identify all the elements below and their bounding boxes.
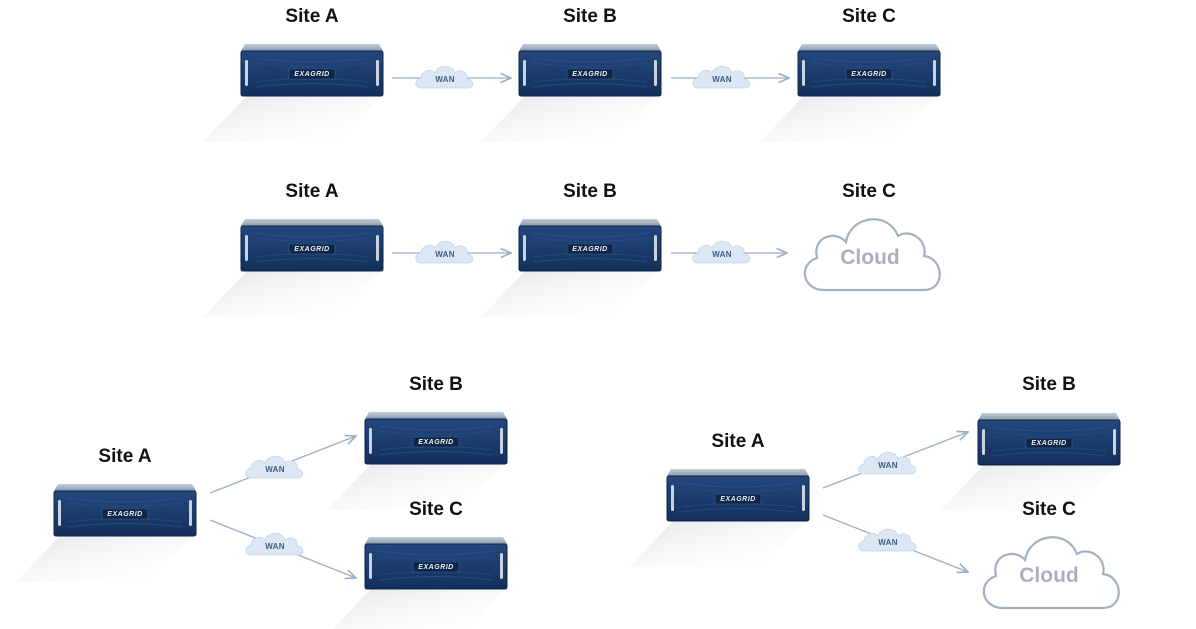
brand-logo: EXAGRID <box>572 71 607 78</box>
wan-cloud-a-c: WAN <box>245 532 304 556</box>
site-b-label: Site B <box>563 181 617 202</box>
wan-label: WAN <box>265 542 285 551</box>
diagram-linear-appliances: WAN WAN EXAGRID EXAGRID EXAGRID Site A S… <box>202 6 941 143</box>
site-a-node: EXAGRID <box>202 218 384 318</box>
wan-label: WAN <box>435 75 455 84</box>
site-b-node: EXAGRID <box>480 218 662 318</box>
cloud-label: Cloud <box>1019 564 1078 587</box>
site-c-cloud: Cloud <box>803 218 941 292</box>
site-c-label: Site C <box>842 181 896 202</box>
site-a-node: EXAGRID <box>15 483 197 583</box>
brand-logo: EXAGRID <box>418 564 453 571</box>
wan-label: WAN <box>712 75 732 84</box>
site-b-node: EXAGRID <box>480 43 662 143</box>
diagram-linear-cloud: WAN WAN EXAGRID EXAGRID Cloud Site A Sit… <box>202 181 941 318</box>
brand-logo: EXAGRID <box>107 511 142 518</box>
wan-cloud-b-c: WAN <box>692 65 751 89</box>
site-c-cloud: Cloud <box>982 536 1120 610</box>
site-a-label: Site A <box>285 6 338 27</box>
wan-label: WAN <box>878 461 898 470</box>
diagram-fanout-appliances: WAN WAN EXAGRID EXAGRID EXAGRID Site A S… <box>15 374 508 629</box>
diagram-fanout-cloud: WAN WAN EXAGRID EXAGRID Cloud Site A Sit… <box>628 374 1121 610</box>
brand-logo: EXAGRID <box>294 71 329 78</box>
site-c-label: Site C <box>409 499 463 520</box>
site-b-node: EXAGRID <box>326 411 508 511</box>
site-b-label: Site B <box>1022 374 1076 395</box>
wan-cloud-b-c: WAN <box>692 240 751 264</box>
brand-logo: EXAGRID <box>294 246 329 253</box>
wan-label: WAN <box>435 250 455 259</box>
wan-cloud-a-c: WAN <box>858 528 917 552</box>
site-b-label: Site B <box>563 6 617 27</box>
site-a-node: EXAGRID <box>628 468 810 568</box>
site-a-node: EXAGRID <box>202 43 384 143</box>
wan-label: WAN <box>265 465 285 474</box>
site-c-label: Site C <box>842 6 896 27</box>
site-a-label: Site A <box>711 431 764 452</box>
site-b-node: EXAGRID <box>939 412 1121 512</box>
brand-logo: EXAGRID <box>418 439 453 446</box>
brand-logo: EXAGRID <box>572 246 607 253</box>
site-c-node: EXAGRID <box>759 43 941 143</box>
brand-logo: EXAGRID <box>1031 440 1066 447</box>
brand-logo: EXAGRID <box>720 496 755 503</box>
site-c-node: EXAGRID <box>326 536 508 629</box>
site-a-label: Site A <box>98 446 151 467</box>
wan-cloud-a-b: WAN <box>858 451 917 475</box>
brand-logo: EXAGRID <box>851 71 886 78</box>
site-b-label: Site B <box>409 374 463 395</box>
site-a-label: Site A <box>285 181 338 202</box>
wan-label: WAN <box>712 250 732 259</box>
site-c-label: Site C <box>1022 499 1076 520</box>
wan-cloud-a-b: WAN <box>415 240 474 264</box>
wan-cloud-a-b: WAN <box>245 455 304 479</box>
wan-cloud-a-b: WAN <box>415 65 474 89</box>
cloud-label: Cloud <box>840 246 899 269</box>
wan-label: WAN <box>878 538 898 547</box>
